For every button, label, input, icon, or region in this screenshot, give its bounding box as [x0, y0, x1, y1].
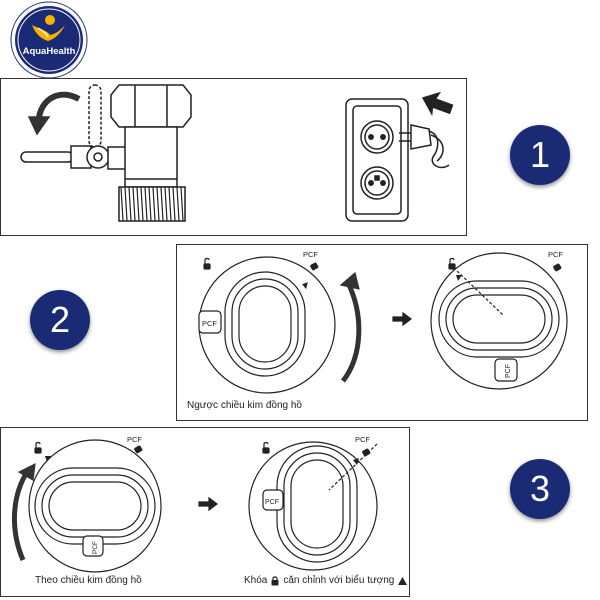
lock-icon-right — [362, 448, 371, 457]
thread-line — [120, 186, 124, 222]
pcf-button-left — [82, 535, 104, 557]
step-3-caption-right: Khóa căn chỉnh với biểu tượng — [244, 575, 408, 586]
unlock-icon — [34, 441, 42, 454]
lock-icon-right — [553, 263, 562, 272]
thread-line — [144, 186, 148, 222]
unlock-icon-right — [448, 257, 456, 270]
counterclockwise-arrow-icon — [340, 283, 362, 383]
lever-dashed — [88, 84, 102, 148]
step-2-dials: PCF PCF PCF PCF — [198, 250, 568, 394]
unlock-icon — [203, 257, 211, 270]
aquahealth-logo: AquaHealth — [10, 1, 88, 79]
pcf-label-right: PCF — [355, 435, 370, 444]
pcf-button-right-text: PCF — [505, 364, 512, 378]
lock-icon — [271, 575, 279, 585]
thread-line — [136, 186, 140, 222]
step-2-caption: Ngược chiều kim đồng hồ — [187, 400, 302, 411]
step-2-badge: 2 — [30, 290, 90, 350]
step-3-panel: PCF PCF PCF PCF Theo chiều kim đồng hồ K… — [0, 427, 410, 597]
step-3-badge: 3 — [510, 459, 570, 519]
lock-icon — [134, 445, 143, 454]
next-arrow-icon — [198, 496, 218, 512]
thread-line — [140, 186, 144, 222]
wall-socket — [345, 98, 409, 222]
lock-icon — [310, 262, 319, 271]
valve-and-socket-illustration — [20, 84, 454, 222]
step-1-panel — [0, 78, 467, 236]
caption-lock-word: Khóa — [244, 575, 268, 586]
thread-line — [168, 186, 172, 222]
valve-body — [124, 126, 178, 188]
pcf-button-left-text: PCF — [92, 541, 99, 554]
unlock-icon-right — [262, 441, 270, 454]
pcf-label-left: PCF — [127, 435, 142, 444]
thread-line — [156, 186, 160, 222]
step-3-dials: PCF PCF PCF PCF — [12, 435, 378, 573]
thread-line — [172, 186, 176, 222]
hex-nut — [110, 84, 192, 128]
thread-line — [180, 186, 184, 222]
thread-line — [152, 186, 156, 222]
step-1-badge: 1 — [510, 125, 570, 185]
pcf-label-left: PCF — [303, 250, 318, 259]
power-plug-icon — [399, 124, 450, 169]
thread-line — [164, 186, 168, 222]
rotate-arrow-icon — [36, 91, 81, 118]
caption-align-text: căn chỉnh với biểu tượng — [283, 575, 395, 586]
alignment-triangle — [45, 456, 51, 462]
thread-line — [176, 186, 180, 222]
alignment-dashed-line — [328, 443, 378, 491]
clockwise-arrow-icon — [12, 470, 30, 561]
triangle-icon — [398, 576, 408, 585]
logo-text: AquaHealth — [23, 46, 76, 57]
thread-line — [132, 186, 136, 222]
pcf-button-left-text: PCF — [202, 319, 217, 328]
pcf-button-right — [494, 358, 518, 382]
step-2-panel: PCF PCF PCF PCF Ngược chiều kim đồng hồ — [176, 244, 588, 421]
next-arrow-icon — [392, 311, 412, 327]
alignment-dashed-line — [456, 270, 504, 316]
lever-handle — [20, 151, 74, 163]
arrow-head — [27, 116, 51, 136]
step-3-caption-left: Theo chiều kim đồng hồ — [35, 575, 142, 586]
alignment-triangle — [302, 282, 308, 290]
thread-line — [148, 186, 152, 222]
thread-line — [160, 186, 164, 222]
pcf-label-right: PCF — [548, 250, 563, 259]
thread-line — [128, 186, 132, 222]
pcf-button-right-text: PCF — [265, 499, 279, 506]
thread-line — [124, 186, 128, 222]
pcf-button-right — [262, 489, 284, 511]
plug-in-arrow-icon — [421, 91, 454, 117]
pcf-button-left — [198, 310, 222, 334]
